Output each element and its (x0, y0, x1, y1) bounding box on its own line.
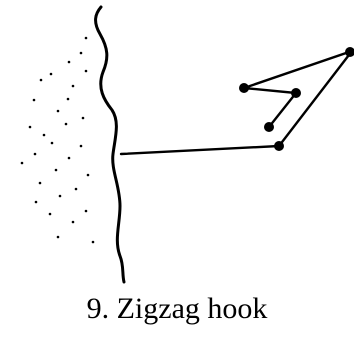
zigzag-hook-outline (243, 49, 354, 148)
rock-texture-dots (20, 36, 95, 244)
hook-shaft (119, 144, 281, 156)
figure-caption: 9. Zigzag hook (86, 292, 268, 325)
wall-line (94, 5, 126, 284)
hook-joint-dots (239, 47, 354, 151)
joint-dot (274, 141, 284, 151)
joint-dot (291, 88, 301, 98)
joint-dot (239, 83, 249, 93)
joint-dot (345, 47, 354, 57)
joint-dot (264, 122, 274, 132)
